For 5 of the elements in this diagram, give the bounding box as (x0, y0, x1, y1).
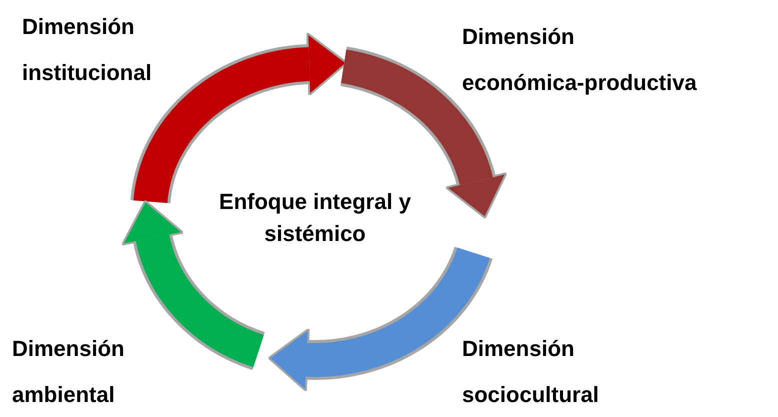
center-label: Enfoque integral y sistémico (195, 186, 435, 250)
dimension-label: Dimensión institucional (22, 13, 152, 88)
dimension-label: Dimensión ambiental (12, 335, 124, 410)
dimension-label: Dimensión sociocultural (462, 335, 599, 410)
dimension-label: Dimensión económica-productiva (462, 23, 697, 98)
